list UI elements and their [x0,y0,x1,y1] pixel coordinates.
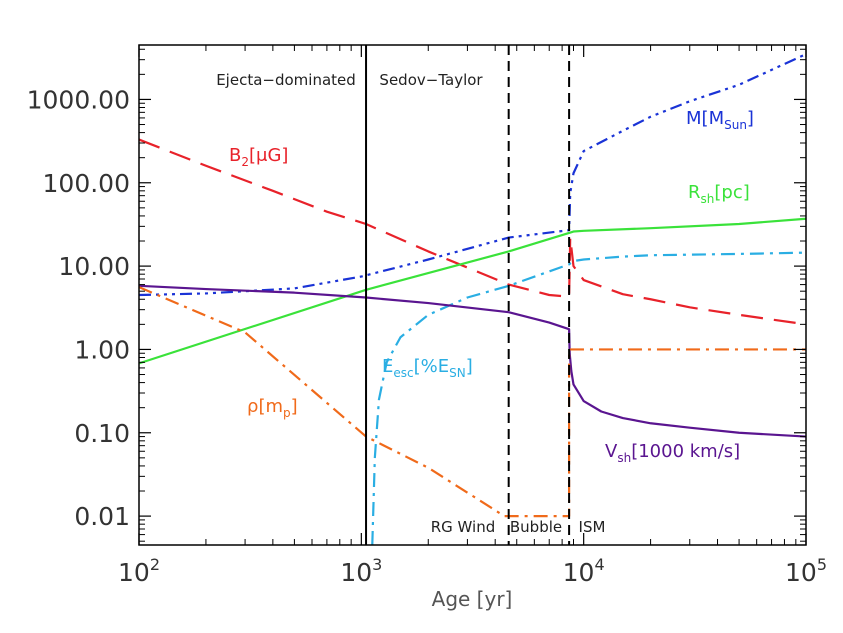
series-layer [139,53,806,545]
y-tick-label-1: 0.10 [74,419,130,448]
boundary-layer [365,45,571,545]
y-tick-label-5: 1000.00 [27,85,130,114]
series-label-eesc: Eesc[%ESN] [382,356,473,380]
series-label-rho: ρ[mp] [247,396,298,420]
x-tick-label-3: 105 [785,555,827,587]
region-label-sedov: Sedov−Taylor [379,71,483,89]
region-label-ism: ISM [579,518,606,536]
series-line-4 [139,284,806,438]
y-tick-label-0: 0.01 [74,502,130,531]
x-tick-label-0: 102 [118,555,160,587]
y-tick-label-2: 1.00 [74,335,130,364]
tick-layer: 102 103 104 105 0.01 0.10 1.00 10.00 100.00 1000.… [27,45,827,587]
series-line-1 [139,53,806,297]
series-label-rsh: Rsh[pc] [688,182,750,206]
region-label-ejecta: Ejecta−dominated [216,71,356,89]
series-label-b2: B2[μG] [229,145,288,169]
x-axis-title: Age [yr] [432,587,513,611]
series-label-vsh: Vsh[1000 km/s] [605,441,740,465]
plot-frame [138,44,807,546]
region-label-bubble: Bubble [510,518,562,536]
region-label-rg-wind: RG Wind [431,518,496,536]
x-tick-label-2: 104 [563,555,605,587]
y-tick-label-3: 10.00 [58,252,130,281]
series-line-3 [371,251,806,545]
series-label-mass: M[MSun] [686,108,754,132]
series-line-0 [139,138,806,326]
y-tick-label-4: 100.00 [43,169,130,198]
series-line-2 [139,217,806,365]
x-tick-label-1: 103 [340,555,382,587]
